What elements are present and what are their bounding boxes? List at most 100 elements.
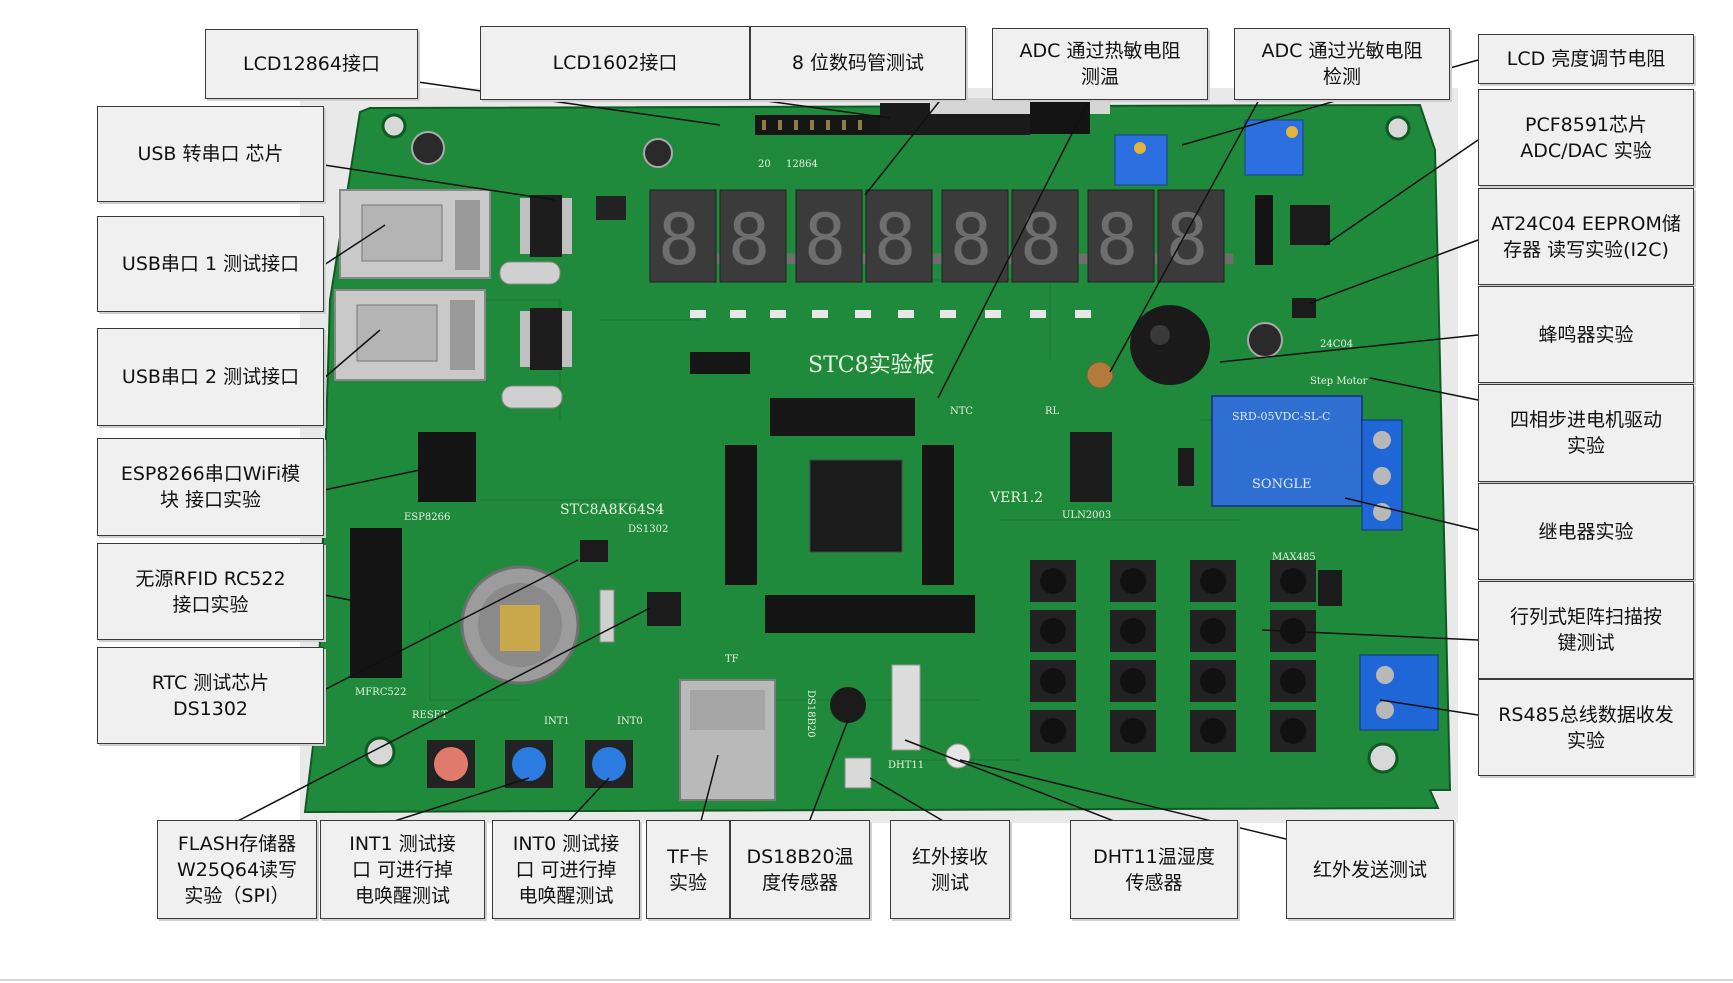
label-ir-rx: 红外接收 测试 xyxy=(890,820,1010,919)
label-at24c04: AT24C04 EEPROM储 存器 读写实验(I2C) xyxy=(1478,188,1694,285)
ir-receiver xyxy=(844,757,872,789)
leader-rfid xyxy=(323,594,351,601)
flash-chip xyxy=(647,592,681,626)
label-lcd-brightness-text: LCD 亮度调节电阻 xyxy=(1506,48,1666,70)
label-adc-ntc-text: ADC 通过热敏电阻 测温 xyxy=(1019,40,1181,88)
label-rfid: 无源RFID RC522 接口实验 xyxy=(97,543,324,640)
leader-usb-chip xyxy=(323,164,556,201)
dht11-header xyxy=(891,664,921,751)
label-int0: INT0 测试接 口 可进行掉 电唤醒测试 xyxy=(492,820,640,919)
label-esp8266-text: ESP8266串口WiFi模 块 接口实验 xyxy=(120,463,301,511)
keypad-button-cap-13 xyxy=(1040,718,1066,744)
leader-dht11 xyxy=(904,739,1151,836)
esp8266-header xyxy=(418,432,476,502)
rfid-header xyxy=(350,528,402,678)
mcu-header-left xyxy=(725,445,757,585)
label-ir-rx-text: 红外接收 测试 xyxy=(911,845,988,894)
ds1302-chip xyxy=(580,540,608,562)
transistor-q4 xyxy=(1178,448,1194,486)
max485-chip xyxy=(1318,570,1342,606)
leader-int1 xyxy=(381,777,530,826)
keypad-button-cap-3 xyxy=(1200,568,1226,594)
segment-digit-2 xyxy=(719,189,787,283)
lcd-pin-silk: 20 xyxy=(758,159,771,170)
usb-serial-chip-1 xyxy=(530,195,562,257)
photoresistor xyxy=(1086,361,1114,389)
tf-silk: TF xyxy=(725,654,739,665)
step-silk: Step Motor xyxy=(1310,376,1368,387)
label-buzzer: 蜂鸣器实验 xyxy=(1478,286,1694,383)
leader-adc-ntc xyxy=(937,97,1091,399)
leader-usb1 xyxy=(323,224,386,266)
light-pot xyxy=(1244,119,1304,176)
keypad-button-cap-9 xyxy=(1040,668,1066,694)
at24-silk: 24C04 xyxy=(1320,339,1353,350)
uln-silk: ULN2003 xyxy=(1062,510,1111,521)
mounting-holes xyxy=(364,113,1411,774)
max-silk: MAX485 xyxy=(1272,552,1316,563)
keypad-button-cap-15 xyxy=(1200,718,1226,744)
leader-esp8266 xyxy=(323,469,421,491)
keypad-button-cap-4 xyxy=(1280,568,1306,594)
pcf-header xyxy=(1255,195,1273,265)
mcu-header-right xyxy=(922,445,954,585)
label-esp8266: ESP8266串口WiFi模 块 接口实验 xyxy=(97,438,324,536)
usb-serial-chip-2 xyxy=(530,308,562,370)
leader-keypad xyxy=(1261,629,1479,641)
keypad-button-cap-10 xyxy=(1120,668,1146,694)
label-lcd1602: LCD1602接口 xyxy=(480,26,750,100)
keypad-button-cap-11 xyxy=(1200,668,1226,694)
leader-ir-rx xyxy=(869,777,951,826)
led-row xyxy=(690,310,1091,318)
ntc-silk: NTC xyxy=(950,406,973,417)
ds18b20-sensor xyxy=(830,687,866,723)
board-title-silk: STC8实验板 xyxy=(808,353,935,378)
segment-digit-4 xyxy=(865,189,933,283)
header-pins xyxy=(762,120,862,130)
keypad-button-cap-16 xyxy=(1280,718,1306,744)
label-adc-light: ADC 通过光敏电阻 检测 xyxy=(1234,28,1450,100)
label-rtc: RTC 测试芯片 DS1302 xyxy=(97,647,324,744)
label-keypad: 行列式矩阵扫描按 键测试 xyxy=(1478,581,1694,679)
seven-segment-displays: 8.8.8.8.8.8.8.8. xyxy=(649,189,1250,283)
segment-digit-8 xyxy=(1157,189,1225,283)
gnd-header xyxy=(690,352,750,374)
segment-digit-5 xyxy=(941,189,1009,283)
electrolytic-cap-1 xyxy=(411,131,445,165)
leader-usb2 xyxy=(323,329,381,379)
rfid-silk: MFRC522 xyxy=(355,687,406,698)
leader-pcf8591 xyxy=(1324,139,1479,246)
lcd-silk: 12864 xyxy=(786,159,818,170)
label-pcf8591-text: PCF8591芯片 ADC/DAC 实验 xyxy=(1520,113,1652,162)
leader-adc-light xyxy=(1109,97,1261,373)
leader-seg xyxy=(864,87,951,196)
label-tf: TF卡 实验 xyxy=(646,820,730,919)
usb-connector-2 xyxy=(334,289,486,381)
leader-ds18b20 xyxy=(807,719,849,826)
label-adc-ntc: ADC 通过热敏电阻 测温 xyxy=(992,28,1208,100)
lcd-brightness-pot xyxy=(1114,134,1168,186)
label-pcf8591: PCF8591芯片 ADC/DAC 实验 xyxy=(1478,89,1694,186)
bottom-divider xyxy=(0,979,1733,981)
mcu-chip xyxy=(809,459,903,553)
chip-label-silk: STC8A8K64S4 xyxy=(560,502,664,518)
label-dht11: DHT11温湿度 传感器 xyxy=(1070,820,1238,919)
reset-silk: RESET xyxy=(412,710,448,721)
label-usb2: USB串口 2 测试接口 xyxy=(97,328,324,426)
leader-rs485 xyxy=(1379,699,1479,716)
segment-digit-7 xyxy=(1087,189,1155,283)
crystal-2 xyxy=(501,385,563,409)
leader-buzzer xyxy=(1219,334,1479,363)
esp-silk: ESP8266 xyxy=(404,512,450,523)
label-rtc-text: RTC 测试芯片 DS1302 xyxy=(151,671,270,720)
relay-brand-silk: SONGLE xyxy=(1252,477,1311,492)
tf-card-slot xyxy=(679,679,776,801)
relay-model-silk: SRD-05VDC-SL-C xyxy=(1232,410,1330,423)
label-ds18b20: DS18B20温 度传感器 xyxy=(730,820,870,919)
int0-button xyxy=(585,740,633,788)
rl-silk: RL xyxy=(1045,406,1060,417)
electrolytic-cap-2 xyxy=(643,138,673,168)
label-flash: FLASH存储器 W25Q64读写 实验（SPI） xyxy=(157,820,317,919)
label-buzzer-text: 蜂鸣器实验 xyxy=(1538,323,1634,346)
